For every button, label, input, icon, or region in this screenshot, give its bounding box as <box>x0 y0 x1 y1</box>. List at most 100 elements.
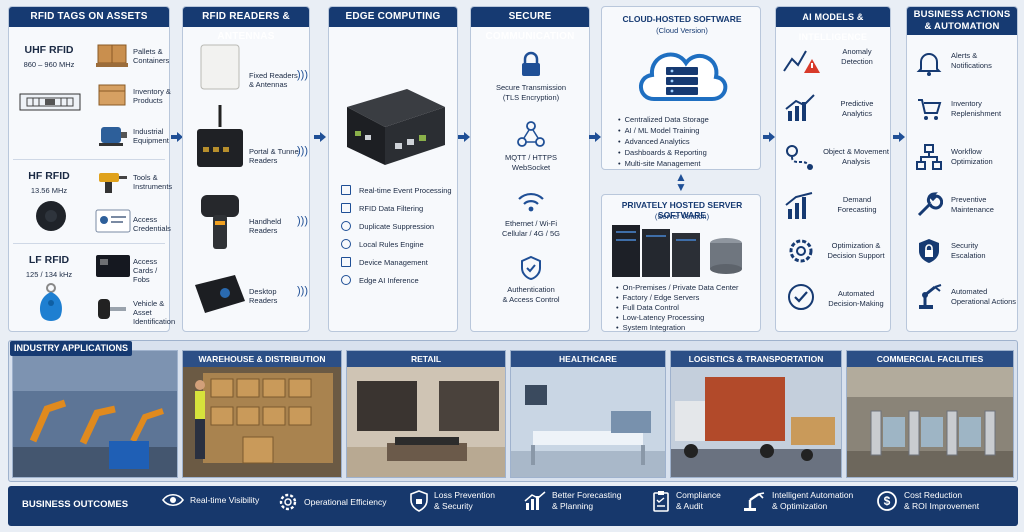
secure-item-2-l1: Ethernet / Wi-Fi <box>504 219 558 228</box>
ai-item-5-l1: Automated <box>837 289 875 298</box>
reader-item-fixed: Fixed Readers & Antennas <box>249 71 298 89</box>
outcome-4-l1: Compliance <box>676 490 721 500</box>
inventory-box-icon <box>95 79 129 107</box>
predictive-trend-icon <box>784 93 818 123</box>
industry-card-logistics: LOGISTICS & TRANSPORTATION <box>671 351 841 367</box>
movement-path-icon <box>784 143 818 173</box>
industry-card-commercial: COMMERCIAL FACILITIES <box>847 351 1013 367</box>
uhf-label: UHF RFID <box>24 44 74 56</box>
signal-waves-icon-2: ))) <box>297 145 308 157</box>
business-item-2-l1: Workflow <box>951 147 982 156</box>
edge-item-2: Duplicate Suppression <box>359 222 435 231</box>
ai-item-0-l2: Detection <box>841 57 873 66</box>
shield-lock-icon <box>410 490 428 512</box>
business-title-line2: & AUTOMATION <box>924 21 1000 32</box>
event-processing-icon <box>341 185 351 195</box>
lf-label: LF RFID <box>28 254 70 266</box>
outcome-2-l2: & Security <box>434 501 473 511</box>
outcome-6-l2: & ROI Improvement <box>904 501 980 511</box>
business-item-1-l2: Replenishment <box>951 109 1002 118</box>
industry-retail-card: RETAIL <box>346 350 506 478</box>
server-item-4: System Integration <box>616 323 760 332</box>
cloud-item-4: Multi-site Management <box>618 159 758 168</box>
uhf-item-inventory: Inventory & Products <box>133 87 171 105</box>
hf-disc-tag-icon <box>33 199 69 233</box>
device-management-icon <box>341 257 351 267</box>
readers-panel: RFID READERS & ANTENNAS Fixed Readers & … <box>182 6 310 332</box>
edge-item-3: Local Rules Engine <box>359 240 424 249</box>
filter-icon <box>341 203 351 213</box>
ai-item-4-l1: Optimization & <box>831 241 881 250</box>
edge-item-5: Edge AI Inference <box>359 276 419 285</box>
bell-icon <box>915 49 943 77</box>
hf-item-tools: Tools & Instruments <box>133 173 173 191</box>
ai-item-5-l2: Decision-Making <box>828 299 884 308</box>
outcome-automation: Intelligent Automation& Optimization <box>742 490 853 512</box>
clipboard-check-icon <box>653 491 669 512</box>
reader-item-desktop: Desktop Readers <box>249 287 278 305</box>
business-item-0-l1: Alerts & <box>951 51 978 60</box>
flow-arrow-3 <box>458 132 470 142</box>
ai-item-4-l2: Decision Support <box>827 251 885 260</box>
outcome-3-l1: Better Forecasting <box>552 490 622 500</box>
secure-item-1-l1: MQTT / HTTPS <box>505 153 557 162</box>
hf-frequency: 13.56 MHz <box>30 186 68 195</box>
edge-gateway-device-icon <box>337 77 451 169</box>
outcome-6-l1: Cost Reduction <box>904 490 963 500</box>
cloud-card: CLOUD-HOSTED SOFTWARE (Cloud Version) Ce… <box>601 6 761 170</box>
access-badge-icon <box>95 209 131 233</box>
ai-panel: AI MODELS & INTELLIGENCE Anomaly Detecti… <box>775 6 891 332</box>
key-fob-icon <box>35 283 67 325</box>
car-key-icon <box>95 295 129 323</box>
rfid-tags-panel: RFID TAGS ON ASSETS UHF RFID 860 – 960 M… <box>8 6 175 332</box>
industry-card-retail: RETAIL <box>347 351 505 367</box>
outcome-5-l2: & Optimization <box>772 501 828 511</box>
outcome-0-l1: Real-time Visibility <box>190 494 260 505</box>
wifi-icon <box>517 191 545 213</box>
uhf-item-pallets: Pallets & Containers <box>133 47 170 65</box>
ai-item-3-l2: Forecasting <box>837 205 877 214</box>
signal-waves-icon-1: ))) <box>297 69 308 81</box>
server-item-3: Low-Latency Processing <box>616 313 760 322</box>
cloud-item-2: Advanced Analytics <box>618 137 758 146</box>
duplicate-gear-icon <box>341 221 351 231</box>
security-lock-shield-icon <box>915 237 943 265</box>
uhf-frequency: 860 – 960 MHz <box>23 60 75 69</box>
business-item-3-l1: Preventive <box>951 195 987 204</box>
industry-healthcare-card: HEALTHCARE <box>510 350 666 478</box>
business-item-5-l1: Automated <box>951 287 988 296</box>
svg-text:$: $ <box>884 494 891 508</box>
rules-gear-icon <box>341 239 351 249</box>
flow-arrow-6 <box>893 132 905 142</box>
business-item-3-l2: Maintenance <box>951 205 994 214</box>
outcomes-bar <box>8 486 1018 526</box>
business-title: BUSINESS ACTIONS & AUTOMATION <box>907 7 1017 35</box>
business-title-line1: BUSINESS ACTIONS <box>913 9 1011 20</box>
secure-item-0-l1: Secure Transmission <box>495 83 567 92</box>
secure-item-1-l2: WebSocket <box>511 163 551 172</box>
portal-reader-icon <box>193 103 247 173</box>
outcome-1-l1: Operational Efficiency <box>304 496 387 507</box>
industry-logistics-card: LOGISTICS & TRANSPORTATION <box>670 350 842 478</box>
ai-item-3-l1: Demand <box>842 195 872 204</box>
cloud-item-0: Centralized Data Storage <box>618 115 758 124</box>
motor-equipment-icon <box>95 121 129 149</box>
industry-commercial-card: COMMERCIAL FACILITIES <box>846 350 1014 478</box>
business-item-4-l1: Security <box>951 241 979 250</box>
outcome-4-l2: & Audit <box>676 501 703 511</box>
pallet-box-icon <box>95 41 129 69</box>
flow-arrow-5 <box>763 132 775 142</box>
cloud-item-1: AI / ML Model Training <box>618 126 758 135</box>
outcomes-title: BUSINESS OUTCOMES <box>22 499 129 510</box>
flow-arrow-4 <box>589 132 601 142</box>
uhf-tag-label-icon <box>19 93 81 111</box>
server-item-0: On-Premises / Private Data Center <box>616 283 760 292</box>
server-item-1: Factory / Edge Servers <box>616 293 760 302</box>
ai-chip-icon <box>341 275 351 285</box>
outcome-efficiency: Operational Efficiency <box>278 492 387 512</box>
secure-panel: SECURE COMMUNICATION Secure Transmission… <box>470 6 590 332</box>
access-card-icon <box>95 253 131 279</box>
hf-label: HF RFID <box>28 170 70 182</box>
lf-item-access-cards: Access Cards / Fobs <box>133 257 158 284</box>
